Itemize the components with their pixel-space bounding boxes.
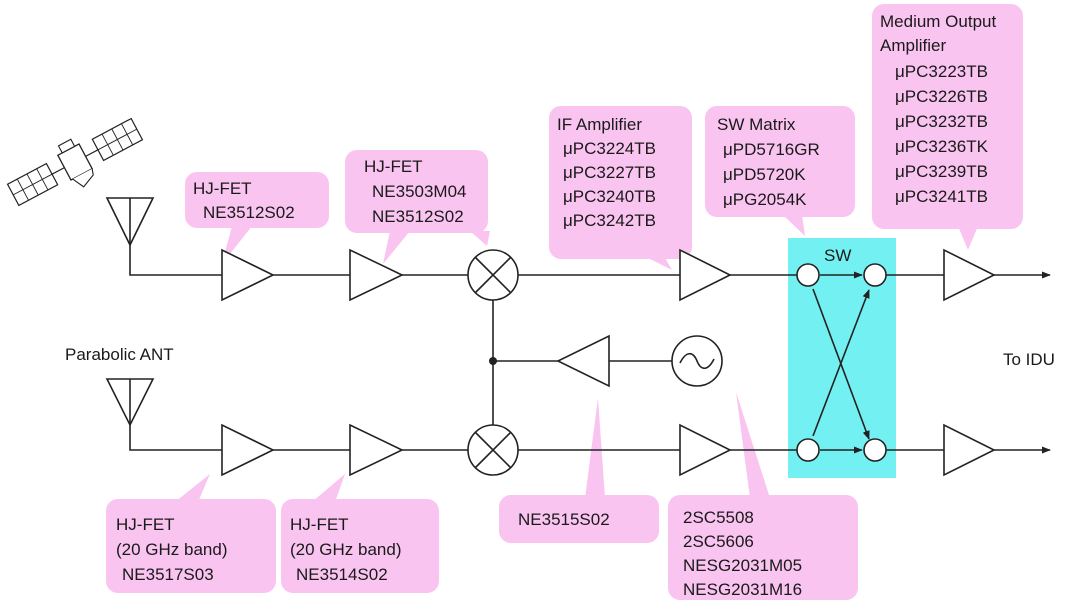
callout-hjfet-bot2-line3: NE3514S02 bbox=[296, 565, 388, 584]
callout-sw-matrix-line4: μPG2054K bbox=[723, 190, 807, 209]
callout-if-amp-line4: μPC3240TB bbox=[563, 187, 656, 206]
callout-mo-line7: μPC3239TB bbox=[895, 162, 988, 181]
callout-hjfet-top2-line1: HJ-FET bbox=[364, 157, 423, 176]
junction-dot bbox=[489, 357, 497, 365]
callout-hjfet-bot1-line3: NE3517S03 bbox=[122, 565, 214, 584]
callout-mo-line8: μPC3241TB bbox=[895, 187, 988, 206]
callout-hjfet-top1: HJ-FET NE3512S02 bbox=[185, 172, 329, 264]
if-amp-top bbox=[679, 248, 732, 302]
callout-hjfet-bot1-line1: HJ-FET bbox=[116, 515, 175, 534]
callout-hjfet-bot1: HJ-FET (20 GHz band) NE3517S03 bbox=[106, 474, 276, 593]
oscillator-icon bbox=[671, 335, 723, 387]
callout-mo-line3: μPC3223TB bbox=[895, 62, 988, 81]
callout-hjfet-bot1-line2: (20 GHz band) bbox=[116, 540, 228, 559]
callout-medium-output-amplifier: Medium Output Amplifier μPC3223TB μPC322… bbox=[872, 4, 1023, 250]
callout-mo-line4: μPC3226TB bbox=[895, 87, 988, 106]
callout-mo-line1: Medium Output bbox=[880, 12, 996, 31]
callout-if-amp-line1: IF Amplifier bbox=[557, 115, 642, 134]
callout-if-amp-line3: μPC3227TB bbox=[563, 163, 656, 182]
output-amp-bot bbox=[943, 423, 996, 477]
lna-top-stage1 bbox=[221, 248, 275, 302]
mixer-icon bbox=[467, 424, 519, 476]
mixer-icon bbox=[467, 249, 519, 301]
callout-hjfet-top2-line3: NE3512S02 bbox=[372, 207, 464, 226]
if-amp-bot bbox=[679, 423, 732, 477]
callout-if-amplifier: IF Amplifier μPC3224TB μPC3227TB μPC3240… bbox=[549, 106, 692, 270]
callout-hjfet-top1-line1: HJ-FET bbox=[193, 179, 252, 198]
callout-lo-amp-line1: NE3515S02 bbox=[518, 510, 610, 529]
callout-sw-matrix-line3: μPD5720K bbox=[723, 165, 806, 184]
switch-node-out-bot bbox=[863, 438, 887, 462]
callout-mo-line2: Amplifier bbox=[880, 36, 946, 55]
callout-osc-line3: NESG2031M05 bbox=[683, 556, 802, 575]
callout-sw-matrix-line1: SW Matrix bbox=[717, 115, 796, 134]
callout-hjfet-top2: HJ-FET NE3503M04 NE3512S02 bbox=[345, 150, 490, 264]
switch-node-out-top bbox=[863, 263, 887, 287]
switch-label: SW bbox=[824, 246, 851, 265]
lna-bot-stage1 bbox=[221, 423, 275, 477]
antenna-icon bbox=[105, 197, 155, 247]
switch-node-in-top bbox=[796, 263, 820, 287]
callout-hjfet-bot2: HJ-FET (20 GHz band) NE3514S02 bbox=[281, 474, 439, 593]
callout-lo-amplifier: NE3515S02 bbox=[499, 398, 659, 543]
callout-osc-line1: 2SC5508 bbox=[683, 508, 754, 527]
satellite-icon bbox=[6, 117, 144, 207]
lna-top-stage2 bbox=[349, 248, 404, 302]
callout-hjfet-top2-line2: NE3503M04 bbox=[372, 182, 467, 201]
callout-mo-line6: μPC3236TK bbox=[895, 137, 989, 156]
signal-wires bbox=[129, 245, 1051, 454]
callout-hjfet-bot2-line1: HJ-FET bbox=[290, 515, 349, 534]
callout-if-amp-line5: μPC3242TB bbox=[563, 211, 656, 230]
lo-buffer-amp bbox=[556, 334, 610, 388]
callout-sw-matrix-line2: μPD5716GR bbox=[723, 140, 820, 159]
parabolic-antenna-icon bbox=[105, 378, 155, 427]
callout-osc-line4: NESG2031M16 bbox=[683, 580, 802, 599]
callout-sw-matrix: SW Matrix μPD5716GR μPD5720K μPG2054K bbox=[705, 106, 855, 236]
callout-hjfet-top1-line2: NE3512S02 bbox=[203, 203, 295, 222]
callout-hjfet-bot2-line2: (20 GHz band) bbox=[290, 540, 402, 559]
switch-node-in-bot bbox=[796, 438, 820, 462]
to-idu-label: To IDU bbox=[1003, 350, 1055, 369]
lna-bot-stage2 bbox=[349, 423, 404, 477]
output-amp-top bbox=[943, 248, 996, 302]
callout-mo-line5: μPC3232TB bbox=[895, 112, 988, 131]
callout-if-amp-line2: μPC3224TB bbox=[563, 139, 656, 158]
parabolic-ant-label: Parabolic ANT bbox=[65, 345, 174, 364]
callout-osc-line2: 2SC5606 bbox=[683, 532, 754, 551]
callout-oscillator: 2SC5508 2SC5606 NESG2031M05 NESG2031M16 bbox=[668, 392, 858, 600]
